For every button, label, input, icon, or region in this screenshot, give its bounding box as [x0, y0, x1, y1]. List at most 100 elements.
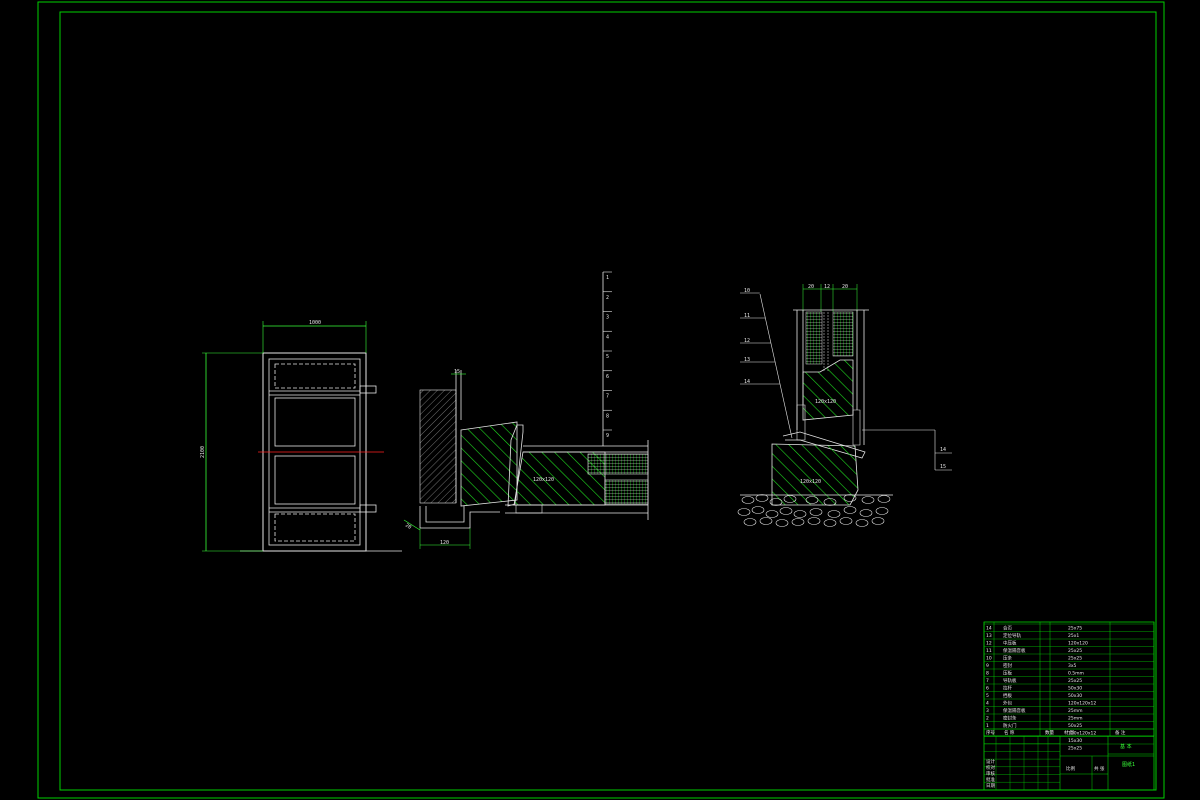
gravel-stone	[751, 506, 765, 514]
section-b-dim-1: 20	[808, 284, 814, 290]
gravel-stone	[843, 506, 857, 514]
gravel-stone	[759, 517, 773, 525]
level-label: 1	[606, 275, 609, 281]
gravel-stone	[743, 518, 757, 526]
door-panel-1	[274, 363, 356, 389]
part-name: 保温隔音板	[1003, 647, 1026, 654]
sign-label: 审核	[986, 770, 995, 777]
gravel-stone	[779, 507, 793, 515]
part-no: 13	[986, 633, 992, 639]
part-no: 11	[986, 648, 992, 654]
hdr-no: 序号	[986, 729, 995, 736]
part-name: 导轨板	[1003, 677, 1017, 684]
part-name: 保温隔音板	[1003, 707, 1026, 714]
hdr-material: 材 料	[1064, 729, 1075, 736]
part-spec: 120x120x12	[1068, 731, 1096, 737]
gravel-stone	[861, 496, 875, 504]
part-name: 中压板	[1003, 640, 1017, 647]
part-spec: 120x120	[1068, 641, 1088, 647]
part-spec: 50x25	[1068, 723, 1082, 729]
sill-profile	[419, 506, 500, 529]
part-name: 外包	[1003, 700, 1012, 707]
gravel-stone	[871, 517, 885, 525]
part-no: 12	[986, 641, 992, 647]
sheet-label: 共 张	[1094, 765, 1105, 772]
part-name: 防火门	[1003, 722, 1017, 729]
leader-label: 11	[744, 313, 750, 319]
part-spec: 25x25	[1068, 648, 1082, 654]
section-b-lower-label: 120x120	[800, 479, 821, 485]
gravel-stone	[859, 509, 873, 517]
level-label: 3	[606, 315, 609, 321]
part-spec: 25x25	[1068, 656, 1082, 662]
sign-label: 校对	[986, 764, 995, 771]
sign-label: 批准	[986, 776, 995, 783]
section-b-leader-r2: 15	[940, 464, 946, 470]
gravel-stone	[737, 508, 751, 516]
part-no: 6	[986, 686, 989, 692]
section-b-dim-3: 20	[842, 284, 848, 290]
door-panel-3	[274, 455, 356, 505]
gravel-stone	[791, 518, 805, 526]
inner-frame	[59, 11, 1157, 791]
section-a-top-dim: 15	[454, 369, 460, 375]
part-name: 压板	[1003, 670, 1012, 677]
gravel-stone	[769, 498, 783, 506]
section-a-corner-dim: 20	[404, 523, 412, 531]
leader-label: 14	[744, 379, 750, 385]
part-no: 3	[986, 708, 989, 714]
part-no: 5	[986, 693, 989, 699]
gravel-stone	[843, 494, 857, 502]
gravel-base	[737, 494, 891, 527]
part-no: 8	[986, 671, 989, 677]
level-label: 2	[606, 295, 609, 301]
part-spec: 25mm	[1068, 708, 1083, 714]
gravel-stone	[793, 510, 807, 518]
level-label: 4	[606, 334, 609, 340]
gravel-stone	[807, 517, 821, 525]
gravel-stone	[783, 495, 797, 503]
part-no: 4	[986, 701, 989, 707]
section-b-upper-label: 120x120	[815, 399, 836, 405]
part-spec: 25x25	[1068, 746, 1082, 752]
part-spec: 25mm	[1068, 716, 1083, 722]
section-b-dim-2: 12	[824, 284, 830, 290]
part-name: 压条	[1003, 655, 1012, 662]
threshold-profile	[782, 431, 866, 459]
project-name: 基 本	[1120, 743, 1132, 750]
door-elevation-view: 1000 2100	[200, 320, 402, 552]
gravel-stone	[855, 519, 869, 527]
section-b-leader-r1: 14	[940, 447, 946, 453]
jamb-insulation-left	[805, 311, 823, 365]
part-spec: 120x120x12	[1068, 701, 1096, 707]
level-label: 8	[606, 413, 609, 419]
sign-label: 日期	[986, 783, 995, 789]
hinge-bottom	[359, 504, 377, 513]
part-spec: 50x30	[1068, 693, 1082, 699]
part-no: 7	[986, 678, 989, 684]
jamb-insulation-right	[832, 311, 854, 357]
wall-hatch	[419, 389, 457, 504]
part-name: 挡板	[1003, 692, 1012, 699]
gravel-stone	[877, 495, 891, 503]
section-a-beam-label: 120x120	[533, 477, 554, 483]
part-spec: 3x5	[1068, 663, 1077, 669]
concrete-upper	[802, 359, 854, 421]
leader-label: 10	[744, 288, 750, 294]
leader-label: 12	[744, 338, 750, 344]
level-label: 5	[606, 354, 609, 360]
insulation-lower	[604, 479, 649, 505]
hdr-qty: 数量	[1045, 729, 1054, 736]
part-spec: 15x30	[1068, 738, 1082, 744]
drawing-name: 图纸1	[1122, 761, 1135, 768]
gravel-stone	[775, 519, 789, 527]
gravel-stone	[765, 510, 779, 518]
part-name: 定位导轨	[1003, 632, 1021, 639]
gravel-stone	[741, 496, 755, 504]
part-spec: 25x25	[1068, 678, 1082, 684]
